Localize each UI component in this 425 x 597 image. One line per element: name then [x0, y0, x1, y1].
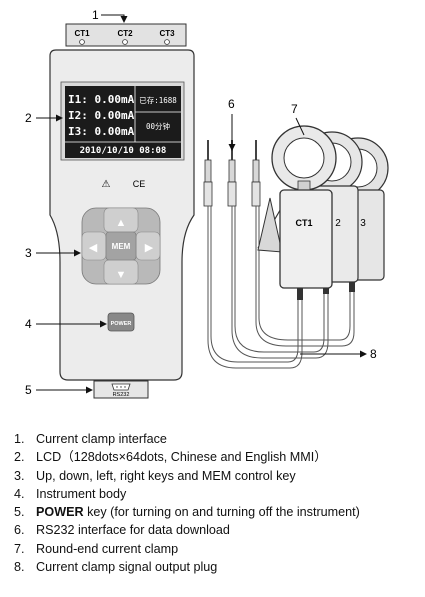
- legend-number: 5.: [14, 505, 25, 520]
- lcd-datetime: 2010/10/10 08:08: [80, 146, 167, 156]
- legend-number: 1.: [14, 432, 25, 446]
- jack-plugs: [203, 140, 261, 207]
- legend-text: RS232 interface for data download: [36, 523, 230, 538]
- callout-3: 3: [25, 246, 81, 260]
- legend-list: 1. Current clamp interface 2. LCD（128dots×…: [14, 430, 419, 576]
- connector-socket-ct3: [164, 39, 170, 45]
- legend-number: 4.: [14, 486, 25, 501]
- legend-text: Current clamp signal output plug: [36, 560, 218, 575]
- instrument-diagram: CT1 CT2 CT3 I1: 0.00mA I2: 0.00mA I3: 0.…: [25, 8, 389, 399]
- power-key-label: POWER: [111, 321, 132, 327]
- connector-socket-ct1: [79, 39, 85, 45]
- legend-bold-term: POWER: [36, 505, 84, 520]
- rs232-port: RS232: [93, 380, 149, 399]
- legend-text: Current clamp interface: [36, 432, 167, 446]
- callout-5: 5: [25, 383, 93, 397]
- up-key[interactable]: ▲: [116, 217, 127, 229]
- current-clamps: 3 2 CT1: [257, 125, 389, 300]
- callout-number-1: 1: [92, 8, 99, 22]
- right-key[interactable]: ▶: [145, 242, 154, 254]
- lcd-interval: 00分钟: [146, 121, 171, 131]
- mem-key[interactable]: MEM: [105, 231, 137, 261]
- callout-number-5: 5: [25, 383, 32, 397]
- lcd-current-i2: I2: 0.00mA: [68, 109, 135, 122]
- legend-number: 7.: [14, 541, 25, 556]
- legend-rest: key (for turning on and turning off the …: [83, 505, 360, 520]
- legend-number: 2.: [14, 450, 25, 465]
- clamp-label-ct1: CT1: [295, 218, 312, 228]
- legend-text: Round-end current clamp: [36, 541, 179, 556]
- legend-item: 7. Round-end current clamp: [14, 540, 419, 558]
- warning-icon: ⚠: [102, 179, 111, 190]
- legend-item: 1. Current clamp interface: [14, 430, 419, 448]
- left-key[interactable]: ◀: [89, 242, 98, 254]
- legend-text: POWER key (for turning on and turning of…: [36, 503, 360, 521]
- clamp-label-3: 3: [360, 218, 366, 229]
- legend-item: 8. Current clamp signal output plug: [14, 558, 419, 576]
- callout-number-2: 2: [25, 111, 32, 125]
- connector-socket-ct2: [122, 39, 128, 45]
- rs232-port-label: RS232: [113, 392, 130, 398]
- callout-number-8: 8: [370, 347, 377, 361]
- legend-number: 3.: [14, 468, 25, 483]
- connector-label-ct3: CT3: [159, 29, 175, 38]
- clamp-interface: CT1 CT2 CT3: [65, 23, 187, 47]
- legend-item: 6. RS232 interface for data download: [14, 521, 419, 539]
- legend-text: Instrument body: [36, 486, 127, 501]
- callout-number-7: 7: [291, 102, 298, 116]
- connector-label-ct2: CT2: [117, 29, 133, 38]
- lcd-screen: [65, 86, 181, 158]
- callout-7: 7: [291, 102, 305, 136]
- legend-item: 4. Instrument body: [14, 485, 419, 503]
- callout-number-4: 4: [25, 317, 32, 331]
- legend-item: 5. POWER key (for turning on and turning …: [14, 503, 419, 521]
- mem-key-label: MEM: [112, 242, 131, 251]
- ce-mark: CE: [133, 179, 146, 189]
- down-key[interactable]: ▼: [116, 269, 127, 281]
- callout-1: 1: [92, 8, 128, 23]
- callout-2: 2: [25, 111, 63, 125]
- callout-number-3: 3: [25, 246, 32, 260]
- legend-item: 3. Up, down, left, right keys and MEM con…: [14, 467, 419, 485]
- clamp-label-2: 2: [335, 218, 341, 229]
- lcd-current-i3: I3: 0.00mA: [68, 125, 135, 138]
- legend-number: 6.: [14, 523, 25, 538]
- legend-item: 2. LCD（128dots×64dots, Chinese and Englis…: [14, 448, 419, 466]
- legend-text: Up, down, left, right keys and MEM contr…: [36, 468, 296, 483]
- power-key[interactable]: POWER: [107, 312, 135, 332]
- connector-label-ct1: CT1: [74, 29, 90, 38]
- callout-8: 8: [300, 347, 377, 361]
- callout-number-6: 6: [228, 97, 235, 111]
- legend-number: 8.: [14, 560, 25, 575]
- legend-text: LCD（128dots×64dots, Chinese and English …: [36, 450, 327, 465]
- clamp-cables: [207, 206, 355, 369]
- callout-6: 6: [228, 97, 236, 151]
- lcd-stored-count: 已存:1688: [139, 95, 177, 105]
- lcd-current-i1: I1: 0.00mA: [68, 93, 135, 106]
- callout-4: 4: [25, 317, 107, 331]
